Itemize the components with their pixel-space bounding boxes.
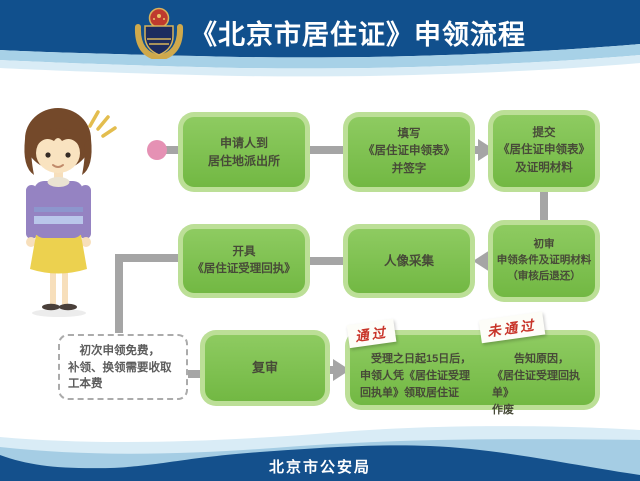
connector-elbow-line: [115, 254, 180, 333]
step-portrait-capture: 人像采集: [343, 224, 475, 298]
step-submit-form-materials: 提交 《居住证申领表》 及证明材料: [488, 110, 600, 192]
footer-organization: 北京市公安局: [268, 459, 371, 476]
step-issue-receipt: 开具 《居住证受理回执》: [178, 224, 310, 298]
arrow-right-icon: [333, 359, 350, 381]
outcome-box: 受理之日起15日后， 申领人凭《居住证受理 回执单》领取居住证 告知原因， 《居…: [345, 330, 600, 416]
arrow-left-icon: [473, 250, 490, 272]
woman-applicant-illustration: [24, 108, 117, 317]
step-go-to-police-station: 申请人到 居住地派出所: [178, 112, 310, 192]
arrow-right-icon: [478, 139, 495, 161]
step-initial-review: 初审 申领条件及证明材料 （审核后退还）: [488, 220, 600, 302]
police-badge-icon: [134, 7, 184, 59]
step-fill-application-form: 填写 《居住证申领表》 并签字: [343, 112, 475, 192]
step-label: 提交 《居住证申领表》 及证明材料: [493, 115, 595, 187]
attention-sparks-icon: [88, 110, 117, 138]
step-label: 开具 《居住证受理回执》: [183, 229, 305, 293]
outcome-fail-text: 告知原因， 《居住证受理回执单》 作废: [492, 353, 580, 417]
step-final-review: 复审: [200, 330, 330, 406]
page-title: 《北京市居住证》申领流程: [190, 20, 526, 50]
start-dot-icon: [147, 140, 167, 160]
step-label: 申请人到 居住地派出所: [183, 117, 305, 187]
step-label: 复审: [205, 335, 325, 401]
step-label: 人像采集: [348, 229, 470, 293]
step-label: 填写 《居住证申领表》 并签字: [348, 117, 470, 187]
fee-note: 初次申领免费， 补领、换领需要收取 工本费: [58, 334, 188, 400]
footer-wave-background: [0, 426, 640, 481]
outcome-pass-text: 受理之日起15日后， 申领人凭《居住证受理 回执单》领取居住证: [360, 353, 472, 400]
step-label: 初审 申领条件及证明材料 （审核后退还）: [493, 225, 595, 297]
